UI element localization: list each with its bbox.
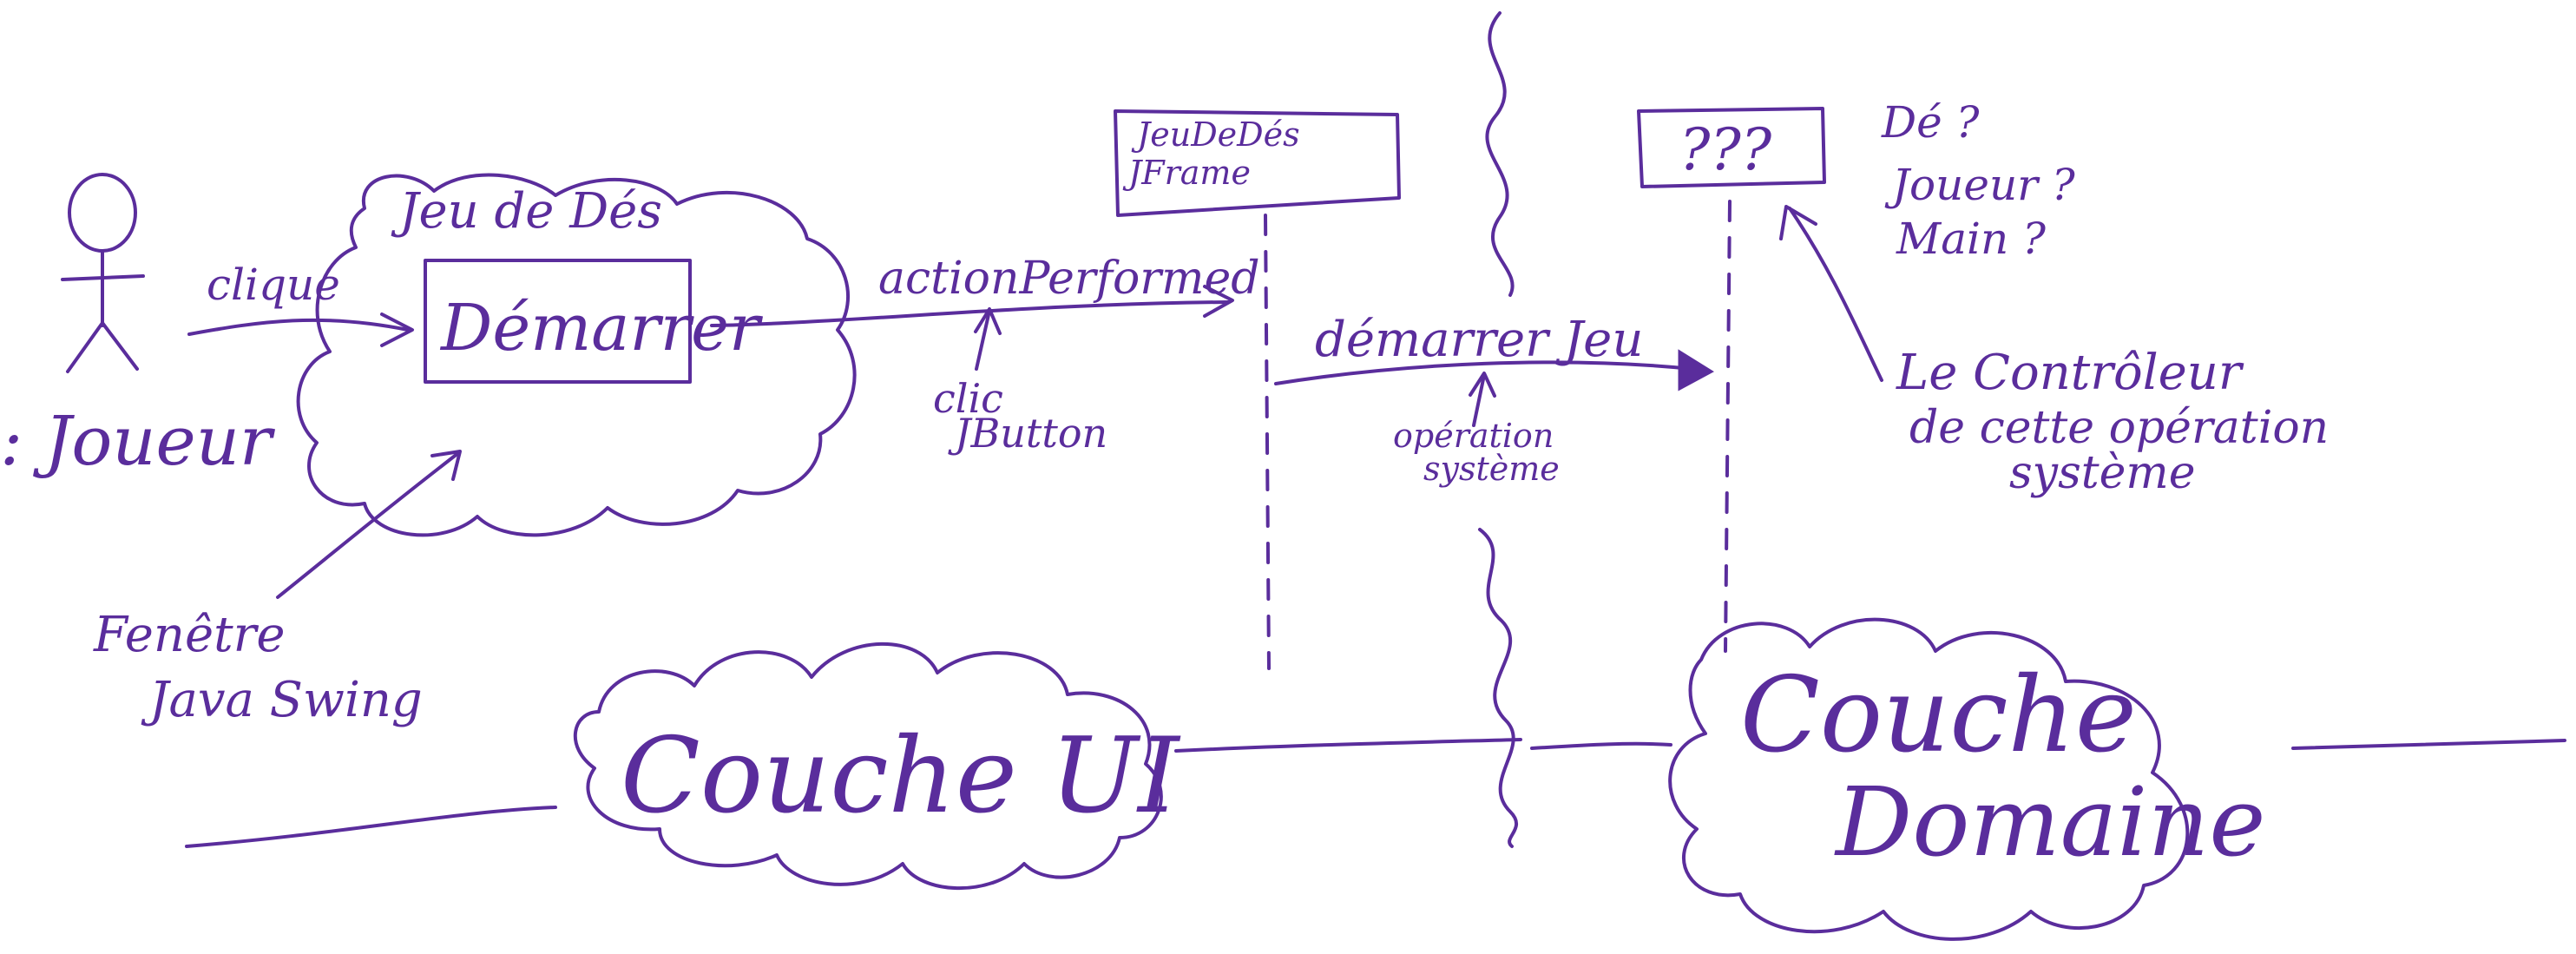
ui-layer-line-left — [185, 806, 557, 848]
action-performed-label: actionPerformed — [878, 253, 1260, 305]
question-joueur: Joueur ? — [1884, 160, 2076, 210]
clic-jbutton-pointer — [975, 309, 991, 371]
couche-ui-label: Couche UI — [621, 716, 1181, 837]
ui-layer-line-right — [1174, 738, 1522, 753]
ui-window-title: Jeu de Dés — [391, 183, 662, 240]
question-de: Dé ? — [1881, 97, 1981, 148]
operation-label-line2: système — [1423, 450, 1560, 488]
layer-boundary-lower — [1478, 528, 1518, 848]
clic-jbutton-label-line1: clic — [933, 375, 1003, 422]
unknown-object-box — [1637, 107, 1826, 188]
demarrer-jeu-label: démarrer Jeu — [1315, 312, 1643, 368]
controller-pointer-arrow — [1788, 207, 1883, 382]
ui-window-cloud — [296, 173, 857, 537]
couche-domaine-label-line2: Domaine — [1834, 766, 2265, 878]
action-performed-arrow — [710, 300, 1230, 327]
fenetre-label-line1: Fenêtre — [93, 607, 286, 663]
controller-note-line3: système — [2009, 447, 2196, 499]
demarrer-button-label: Démarrer — [439, 291, 764, 365]
couche-ui-cloud — [573, 641, 1163, 891]
fenetre-label-line2: Java Swing — [141, 672, 423, 728]
jframe-box — [1114, 109, 1401, 217]
clic-jbutton-label-line2: JButton — [948, 410, 1107, 457]
operation-pointer — [1472, 373, 1486, 427]
demarrer-jeu-arrow — [1274, 360, 1694, 385]
domain-layer-line-left — [1530, 741, 1672, 750]
jframe-lifeline — [1264, 214, 1271, 670]
actor-stick-figure — [61, 173, 145, 373]
demarrer-button — [424, 259, 692, 384]
clique-arrow — [187, 318, 410, 336]
jframe-box-line1: JeuDeDés — [1131, 115, 1300, 154]
operation-label-line1: opération — [1393, 417, 1554, 455]
unknown-lifeline — [1724, 200, 1732, 653]
actor-label: : Joueur — [0, 403, 276, 481]
jframe-box-line2: JFrame — [1122, 154, 1251, 192]
couche-domaine-label-line1: Couche — [1740, 655, 2137, 776]
couche-domaine-cloud — [1668, 617, 2190, 941]
domain-layer-line-right — [2291, 739, 2566, 750]
controller-note-line2: de cette opération — [1909, 402, 2329, 454]
unknown-object-label: ??? — [1679, 116, 1772, 183]
layer-boundary-upper — [1485, 11, 1515, 297]
fenetre-pointer-arrow — [276, 451, 460, 599]
question-main: Main ? — [1896, 214, 2047, 264]
controller-note-line1: Le Contrôleur — [1896, 345, 2244, 401]
